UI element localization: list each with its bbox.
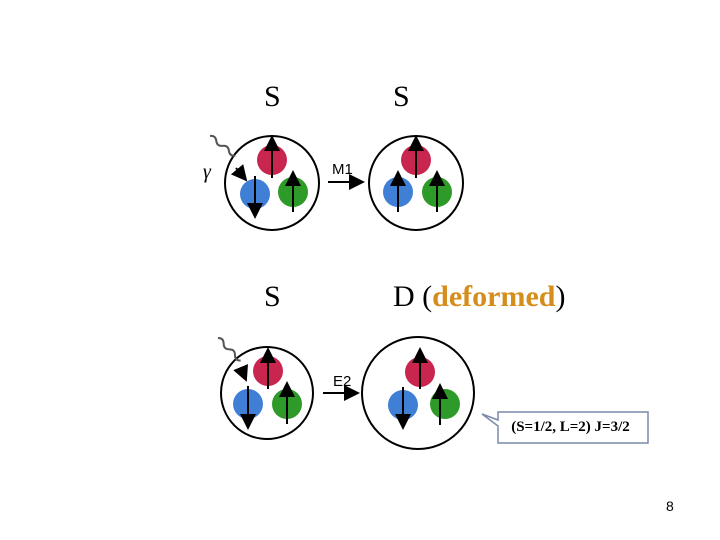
blue-quark <box>388 387 418 430</box>
red-quark <box>405 347 435 389</box>
page-number: 8 <box>666 498 674 514</box>
green-quark <box>278 170 308 212</box>
m1-transition-label: M1 <box>332 161 353 178</box>
red-quark <box>401 135 431 178</box>
green-quark <box>422 170 452 212</box>
deformed-emphasis: deformed <box>432 280 556 313</box>
row2-photon-wave-icon <box>217 337 248 382</box>
row2-right-nucleon <box>361 336 475 450</box>
row1-right-nucleon <box>368 135 464 231</box>
photon-gamma-label: γ <box>203 161 212 183</box>
red-quark <box>257 135 287 178</box>
red-quark <box>253 347 283 389</box>
e2-transition-label: E2 <box>333 373 351 390</box>
row2-right-suffix: ) <box>555 280 566 313</box>
row1-left-nucleon <box>224 135 320 231</box>
row1-left-state-label: S <box>264 80 281 113</box>
row2-left-nucleon <box>220 346 314 440</box>
green-quark <box>272 381 302 424</box>
blue-quark <box>240 176 270 219</box>
green-quark <box>430 383 460 425</box>
row1-photon-wave-icon <box>209 134 248 182</box>
blue-quark <box>383 170 413 212</box>
row2-right-prefix: D ( <box>393 280 433 313</box>
row2-right-state-label: D (deformed) <box>393 282 565 312</box>
state-callout-box <box>481 411 649 444</box>
row2-left-state-label: S <box>264 280 281 313</box>
state-callout-text: (S=1/2, L=2) J=3/2 <box>511 418 630 435</box>
blue-quark <box>233 386 263 430</box>
row1-right-state-label: S <box>393 80 410 113</box>
